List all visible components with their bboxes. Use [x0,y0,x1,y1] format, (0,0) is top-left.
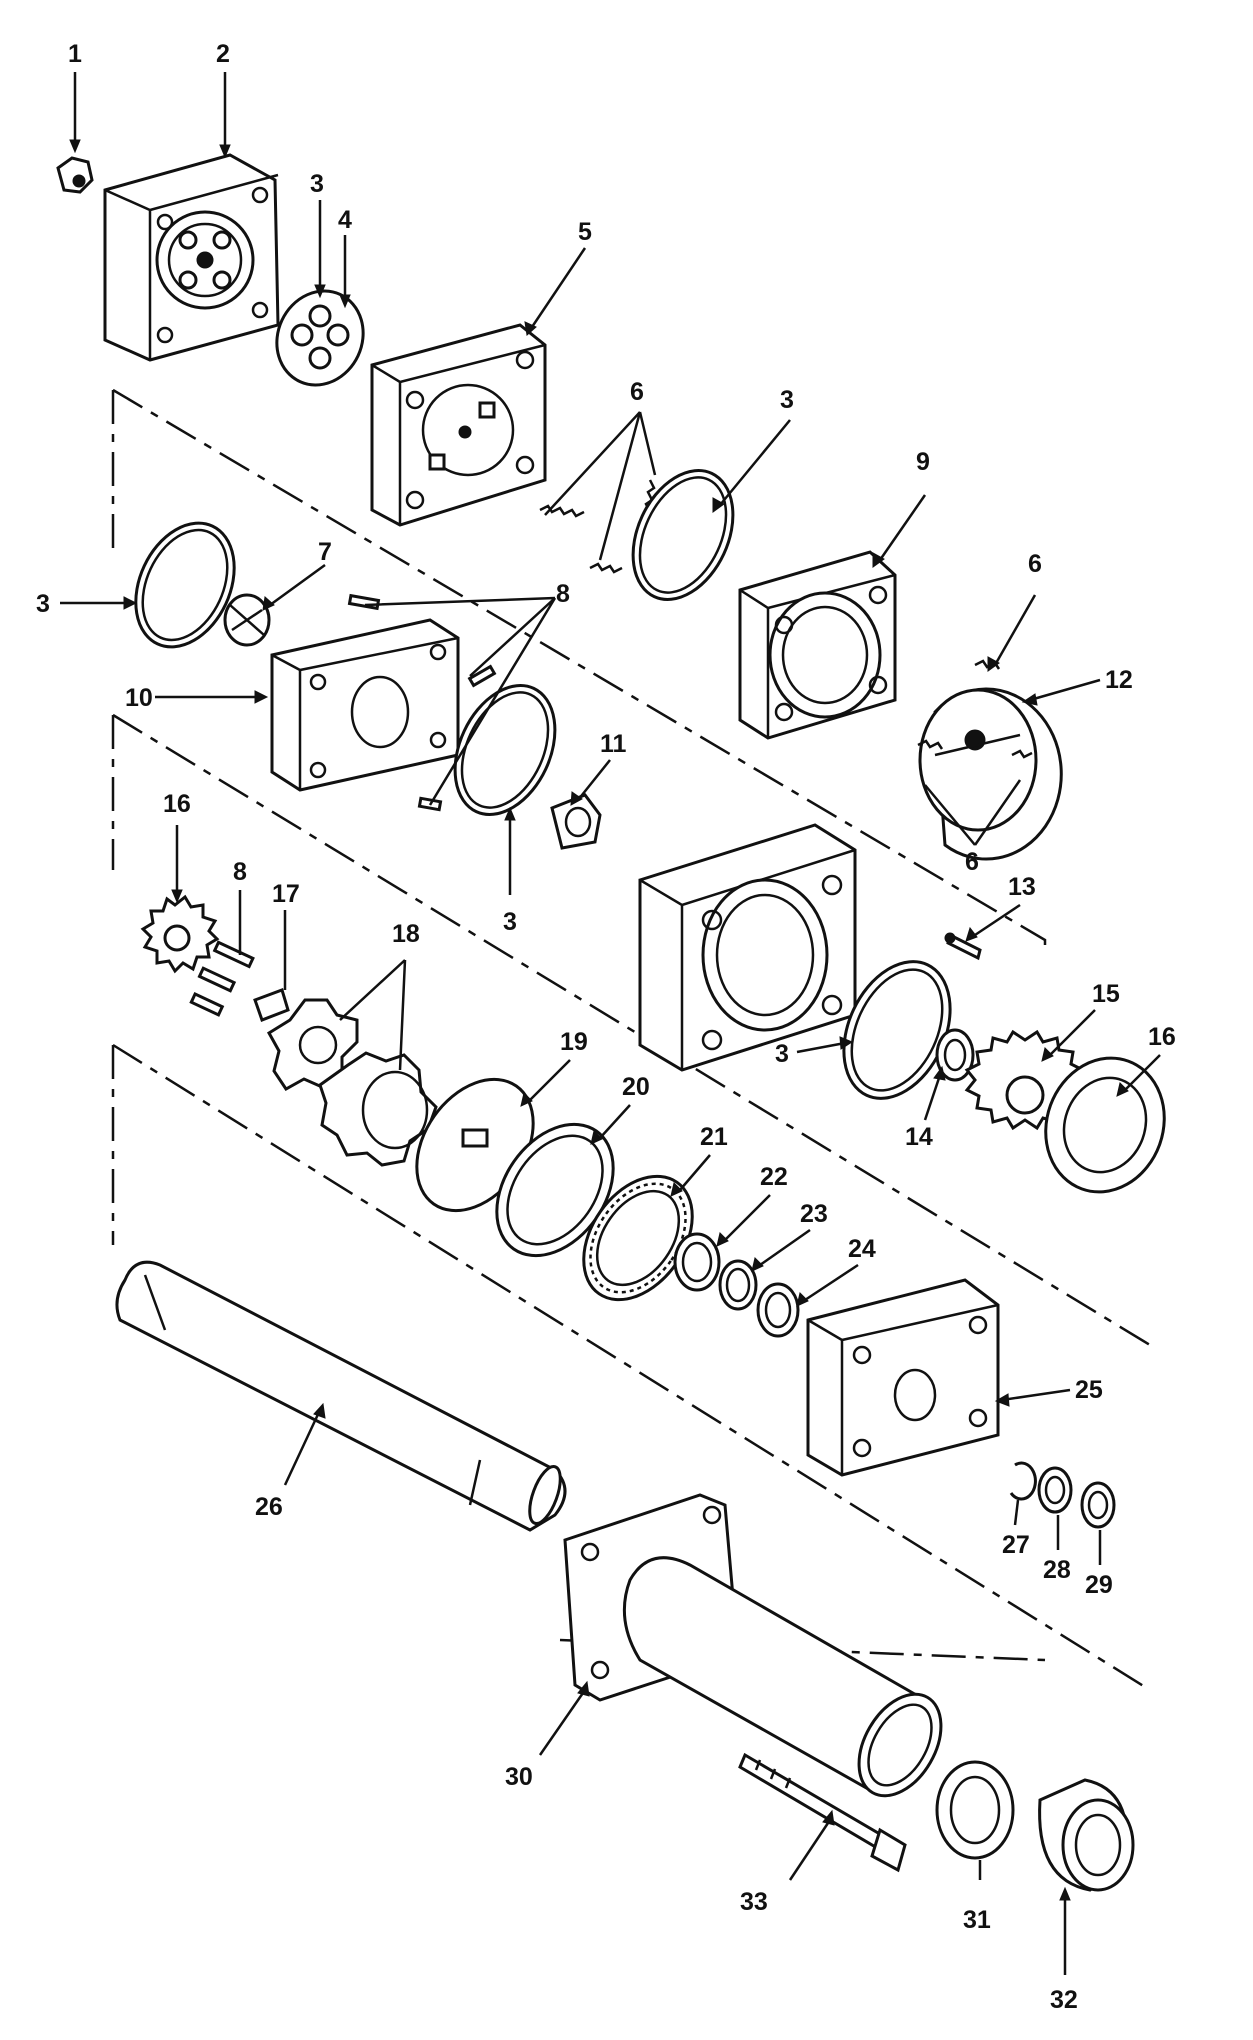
callout-25: 25 [1075,1376,1103,1404]
callout-7: 7 [318,538,332,566]
callout-32: 32 [1050,1986,1078,2014]
part-washer-22 [673,1232,721,1292]
part-coupling [223,593,271,647]
callout-21: 21 [700,1123,728,1151]
part-cap-32 [1038,1778,1135,1892]
callout-15: 15 [1092,980,1120,1008]
part-washer-24 [756,1282,800,1338]
part-mounting-flange [563,1493,943,1798]
callout-3: 3 [310,170,324,198]
callout-16: 16 [1148,1023,1176,1051]
part-o-ring-right [631,469,735,601]
callout-4: 4 [338,206,352,234]
part-front-housing [806,1278,1000,1477]
part-spacer-plate [270,618,460,792]
callout-17: 17 [272,880,300,908]
part-seal-ring-top [275,289,365,387]
callouts: 1 2 3 4 5 6 3 9 3 7 8 6 12 10 11 6 3 16 … [36,40,1176,2014]
part-washer-14 [935,1028,975,1082]
callout-29: 29 [1085,1571,1113,1599]
callout-26: 26 [255,1493,283,1521]
callout-3: 3 [780,386,794,414]
callout-9: 9 [916,448,930,476]
callout-31: 31 [963,1906,991,1934]
callout-2: 2 [216,40,230,68]
part-washer-23 [718,1259,758,1311]
part-washer-28 [1037,1466,1073,1514]
callout-30: 30 [505,1763,533,1791]
callout-3: 3 [36,590,50,618]
part-pin-13 [944,932,982,961]
callout-27: 27 [1002,1531,1030,1559]
callout-12: 12 [1105,666,1133,694]
part-key [253,988,290,1022]
part-washer-29 [1080,1481,1116,1529]
callout-13: 13 [1008,873,1036,901]
part-bushing-31 [935,1760,1015,1860]
part-ring-housing [738,550,897,740]
part-end-cap [103,153,280,362]
part-bolt [738,1752,907,1873]
part-o-ring-lower [842,960,952,1100]
part-valve-block [550,793,602,850]
callout-6: 6 [965,848,979,876]
part-commutator-disc [917,659,1063,861]
callout-19: 19 [560,1028,588,1056]
callout-6: 6 [630,378,644,406]
callout-16: 16 [163,790,191,818]
part-rotor-set [266,998,438,1167]
callout-10: 10 [125,684,153,712]
part-snap-ring-27 [1009,1461,1037,1501]
callout-8: 8 [556,580,570,608]
part-o-ring-left [134,521,236,649]
callout-22: 22 [760,1163,788,1191]
callout-5: 5 [578,218,592,246]
callout-3: 3 [503,908,517,936]
part-nut [56,156,94,194]
callout-11: 11 [600,730,627,758]
callout-8: 8 [233,858,247,886]
callout-23: 23 [800,1200,828,1228]
callout-24: 24 [848,1235,876,1263]
part-valve-plate [370,323,547,527]
part-pins-lower [189,940,255,1017]
callout-20: 20 [622,1073,650,1101]
callout-14: 14 [905,1123,933,1151]
part-o-ring-middle [453,684,557,816]
callout-28: 28 [1043,1556,1071,1584]
callout-6: 6 [1028,550,1042,578]
callout-33: 33 [740,1888,768,1916]
part-gear-left [140,894,220,974]
callout-18: 18 [392,920,420,948]
part-main-housing [638,823,857,1072]
callout-1: 1 [68,40,82,68]
leader-lines [60,72,1161,1975]
part-thrust-bearing [582,1174,694,1302]
callout-3: 3 [775,1040,789,1068]
part-ring-gear-right [1044,1056,1166,1194]
part-shaft [115,1260,567,1532]
